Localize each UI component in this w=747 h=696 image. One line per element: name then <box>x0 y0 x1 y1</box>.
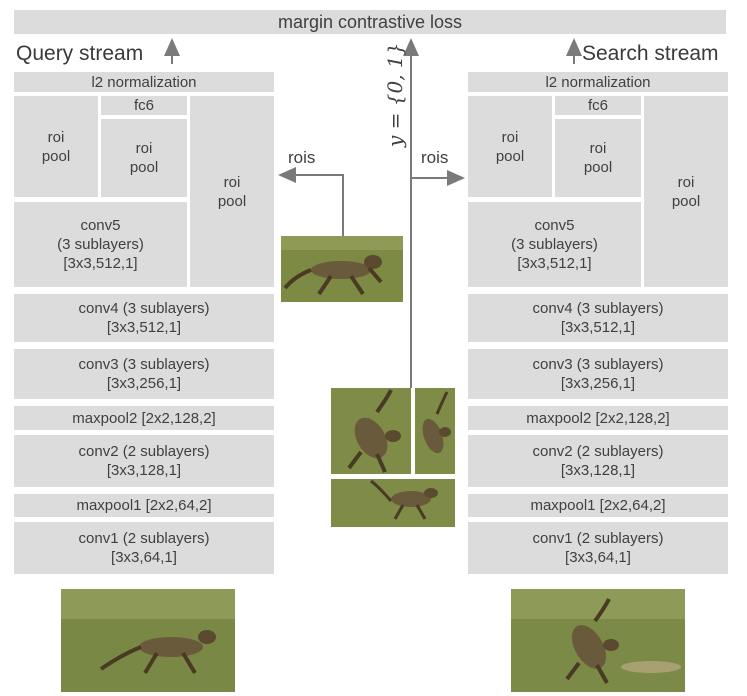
search-l2-box: l2 normalization <box>468 72 728 92</box>
query-roi-pool-b: roi pool <box>101 119 187 197</box>
y-label: y = {0, 1} <box>383 42 407 147</box>
search-crop-photo-c <box>331 479 455 527</box>
loss-bar: margin contrastive loss <box>14 10 726 34</box>
query-fc6-box: fc6 <box>101 96 187 115</box>
search-roi-pool-c: roi pool <box>644 96 728 287</box>
search-roi-pool-a: roi pool <box>468 96 552 197</box>
search-conv3-box: conv3 (3 sublayers) [3x3,256,1] <box>468 349 728 399</box>
search-conv5-box: conv5 (3 sublayers) [3x3,512,1] <box>468 202 641 287</box>
search-maxpool1-box: maxpool1 [2x2,64,2] <box>468 494 728 517</box>
search-maxpool2-box: maxpool2 [2x2,128,2] <box>468 406 728 430</box>
search-conv2-box: conv2 (2 sublayers) [3x3,128,1] <box>468 435 728 487</box>
query-rois-label: rois <box>288 148 316 167</box>
query-input-photo <box>61 589 235 692</box>
query-conv2-box: conv2 (2 sublayers) [3x3,128,1] <box>14 435 274 487</box>
query-conv1-box: conv1 (2 sublayers) [3x3,64,1] <box>14 522 274 574</box>
query-conv3-box: conv3 (3 sublayers) [3x3,256,1] <box>14 349 274 399</box>
query-maxpool1-box: maxpool1 [2x2,64,2] <box>14 494 274 517</box>
search-conv1-box: conv1 (2 sublayers) [3x3,64,1] <box>468 522 728 574</box>
search-input-photo <box>511 589 685 692</box>
search-fc6-box: fc6 <box>555 96 641 115</box>
rois-left-arrow <box>278 167 344 236</box>
search-crop-photo-a <box>331 388 411 474</box>
query-roi-photo <box>281 236 403 302</box>
query-conv5-box: conv5 (3 sublayers) [3x3,512,1] <box>14 202 187 287</box>
search-conv4-box: conv4 (3 sublayers) [3x3,512,1] <box>468 294 728 342</box>
query-roi-pool-c: roi pool <box>190 96 274 287</box>
search-rois-label: rois <box>421 148 449 167</box>
loss-label: margin contrastive loss <box>277 11 463 32</box>
search-roi-pool-b: roi pool <box>555 119 641 197</box>
search-stream-title: Search stream <box>582 42 719 65</box>
search-crop-photo-b <box>415 388 455 474</box>
query-l2-box: l2 normalization <box>14 72 274 92</box>
query-conv4-box: conv4 (3 sublayers) [3x3,512,1] <box>14 294 274 342</box>
query-maxpool2-box: maxpool2 [2x2,128,2] <box>14 406 274 430</box>
query-roi-pool-a: roi pool <box>14 96 98 197</box>
query-stream-title: Query stream <box>16 42 144 65</box>
